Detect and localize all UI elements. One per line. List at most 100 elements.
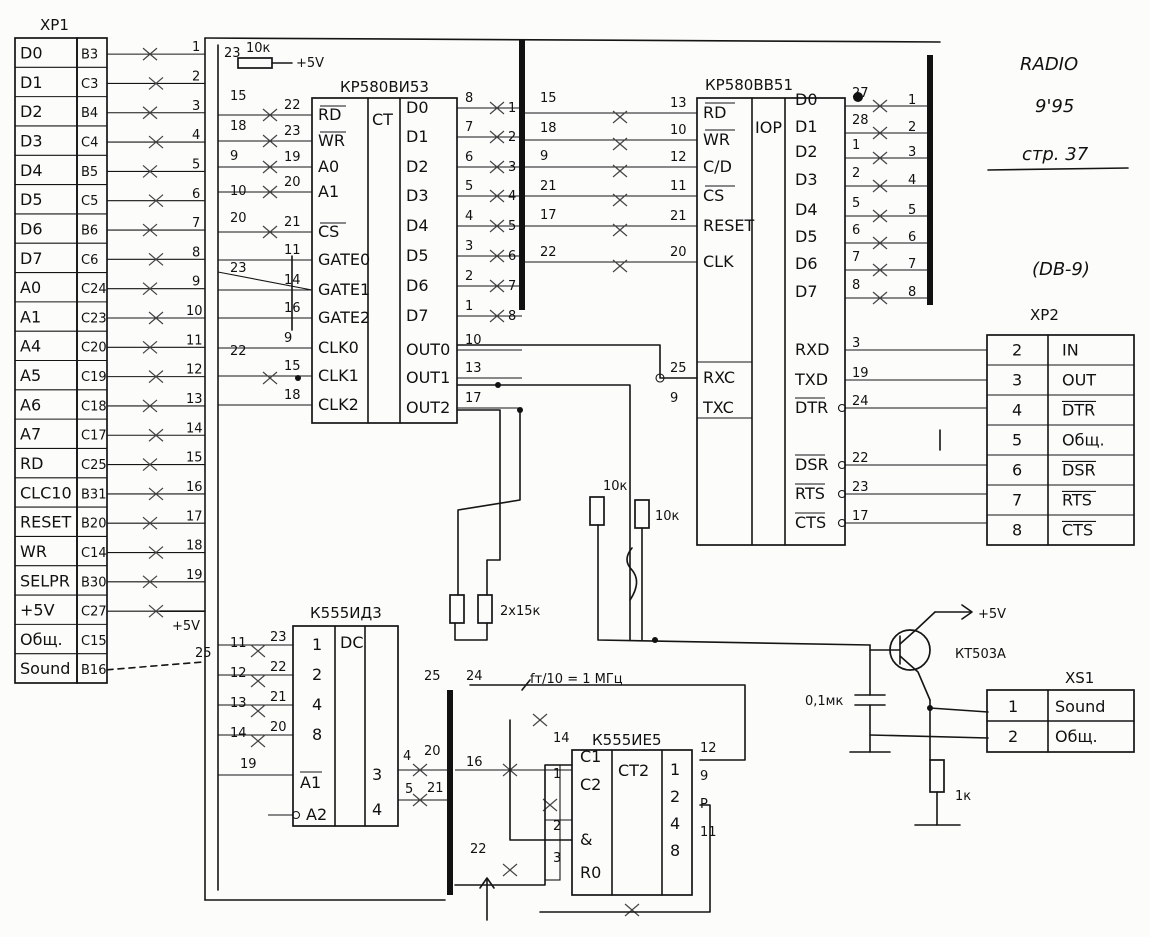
xp1-wire-num-12: 12 (186, 363, 203, 378)
xp1-pin-20: C15 (81, 634, 107, 649)
vi53-left-num-15: 15 (284, 359, 301, 374)
vi53-right-num-8: 8 (465, 91, 473, 106)
xp1-wire-num-11: 11 (186, 333, 203, 348)
id3-out-pin-1: 5 (405, 782, 413, 797)
xp1-plus5-label: +5V (172, 619, 200, 634)
id3-wire-11: 11 (230, 636, 247, 651)
vv51-bus-num-1: 1 (908, 93, 916, 108)
vi53-bus-num-6: 6 (508, 249, 516, 264)
ie5-left-label-1: C2 (580, 775, 601, 794)
transistor-plus5: +5V (978, 607, 1006, 622)
xp1-pin-8: C24 (81, 282, 107, 297)
vi53-right-label-4: D4 (406, 216, 429, 235)
xp1-pin-1: C3 (81, 77, 98, 92)
vv51-right-label-5: D5 (795, 227, 818, 246)
vi53-plus5-label: +5V (296, 56, 324, 71)
vi53-wire-6: 22 (230, 344, 247, 359)
vv51-right-label-7: D7 (795, 282, 818, 301)
vi53-right-label-0: D0 (406, 98, 429, 117)
ie5-left-pin-3: 3 (553, 851, 561, 866)
vv51-right-label-8: RXD (795, 340, 829, 359)
xp1-title: XP1 (40, 16, 69, 34)
xp2-name-4: DSR (1062, 460, 1096, 479)
vi53-bus-num-7: 7 (508, 279, 516, 294)
vv51-bus-num-2: 2 (908, 120, 916, 135)
xs1-pin-2: 2 (1008, 727, 1018, 746)
vi53-wire-2: 9 (230, 149, 238, 164)
vv51-left-num-25: 25 (670, 361, 687, 376)
vv51-bus-num-3: 3 (908, 145, 916, 160)
vv51-right-num-5: 5 (852, 196, 860, 211)
xp1-pin-7: C6 (81, 253, 98, 268)
ie5-left-pin-0: 14 (553, 731, 570, 746)
header-note: RADIO 9'95 стр. 37 (DB-9) (987, 54, 1129, 280)
xp1-wire-num-4: 4 (192, 128, 200, 143)
xp1-pin-11: C19 (81, 370, 107, 385)
vv51-left-num-10: 10 (670, 123, 687, 138)
id3-pin-19: 19 (240, 757, 257, 772)
res-2x15k: 2х15к (500, 604, 541, 619)
vi53-right-num-13: 13 (465, 361, 482, 376)
vv51-right-label-6: D6 (795, 254, 818, 273)
vi53-right-num-4: 4 (465, 209, 473, 224)
vi53-wire-3: 10 (230, 184, 247, 199)
xp1-pin-19: C27 (81, 605, 107, 620)
xp1-pin-21: B16 (81, 663, 106, 678)
ie5-out-4: 4 (670, 814, 680, 833)
xp2-name-0: IN (1062, 340, 1079, 359)
vv51-right-num-17: 17 (852, 509, 869, 524)
xp1-wire-num-7: 7 (192, 216, 200, 231)
vv51-wire-0: 15 (540, 91, 557, 106)
id3-a1: A1 (300, 773, 321, 792)
xs1-name-1: Sound (1055, 697, 1105, 716)
vi53-bus-num-8: 8 (508, 309, 516, 324)
xp1-wire-num-3: 3 (192, 99, 200, 114)
xp1-pin-4: B5 (81, 165, 98, 180)
xp1-signal-21: Sound (20, 659, 70, 678)
vi53-title: КР580ВИ53 (340, 78, 429, 96)
page-number: стр. 37 (1022, 144, 1089, 165)
data-bus (204, 37, 941, 901)
vv51-bus-num-4: 4 (908, 173, 916, 188)
vi53-right-label-8: OUT0 (406, 340, 450, 359)
capacitor: 0,1мк (805, 644, 989, 753)
id3-q4: 4 (372, 800, 382, 819)
xp2-pin-8: 8 (1012, 520, 1022, 539)
vi53-left-label-8: CLK0 (318, 338, 359, 357)
vi53-left-label-9: CLK1 (318, 366, 359, 385)
xp1-pin-17: C14 (81, 546, 107, 561)
vv51-wire-4: 17 (540, 208, 557, 223)
vi53-bus-num-2: 2 (508, 130, 516, 145)
vi53-left-num-20: 20 (284, 175, 301, 190)
xp1-signal-3: D3 (20, 131, 43, 150)
vi53-wire-5: 23 (230, 261, 247, 276)
ie5-right-pin-1: 9 (700, 769, 708, 784)
ie5-wire-16: 16 (466, 755, 483, 770)
xp1-signal-6: D6 (20, 219, 43, 238)
vv51-right-label-1: D1 (795, 117, 818, 136)
ie5-title: К555ИЕ5 (592, 731, 662, 749)
xp1-wire-num-8: 8 (192, 245, 200, 260)
xp1-pin-3: C4 (81, 135, 98, 150)
vi53-left-label-4: CS (318, 222, 339, 241)
id3-q3: 3 (372, 765, 382, 784)
vv51-left-label-7: TXC (702, 398, 734, 417)
vi53-right-label-2: D2 (406, 157, 429, 176)
ie5-wire-25: 25 (424, 669, 441, 684)
xp1-pin-12: C18 (81, 399, 107, 414)
vi53-bus-num-1: 1 (508, 101, 516, 116)
xp1-signal-20: Общ. (20, 630, 63, 649)
xp2-pin-5: 5 (1012, 430, 1022, 449)
xp1-signal-8: A0 (20, 278, 41, 297)
vv51-bus-num-7: 7 (908, 257, 916, 272)
vv51-left-label-5: CLK (703, 252, 734, 271)
vv51-left-num-12: 12 (670, 150, 687, 165)
xp2-name-3: Общ. (1062, 430, 1105, 449)
vv51-right-label-13: CTS (795, 513, 826, 532)
vv51-right-label-10: DTR (795, 398, 828, 417)
vv51-left-num-11: 11 (670, 179, 687, 194)
vi53-right-num-7: 7 (465, 120, 473, 135)
